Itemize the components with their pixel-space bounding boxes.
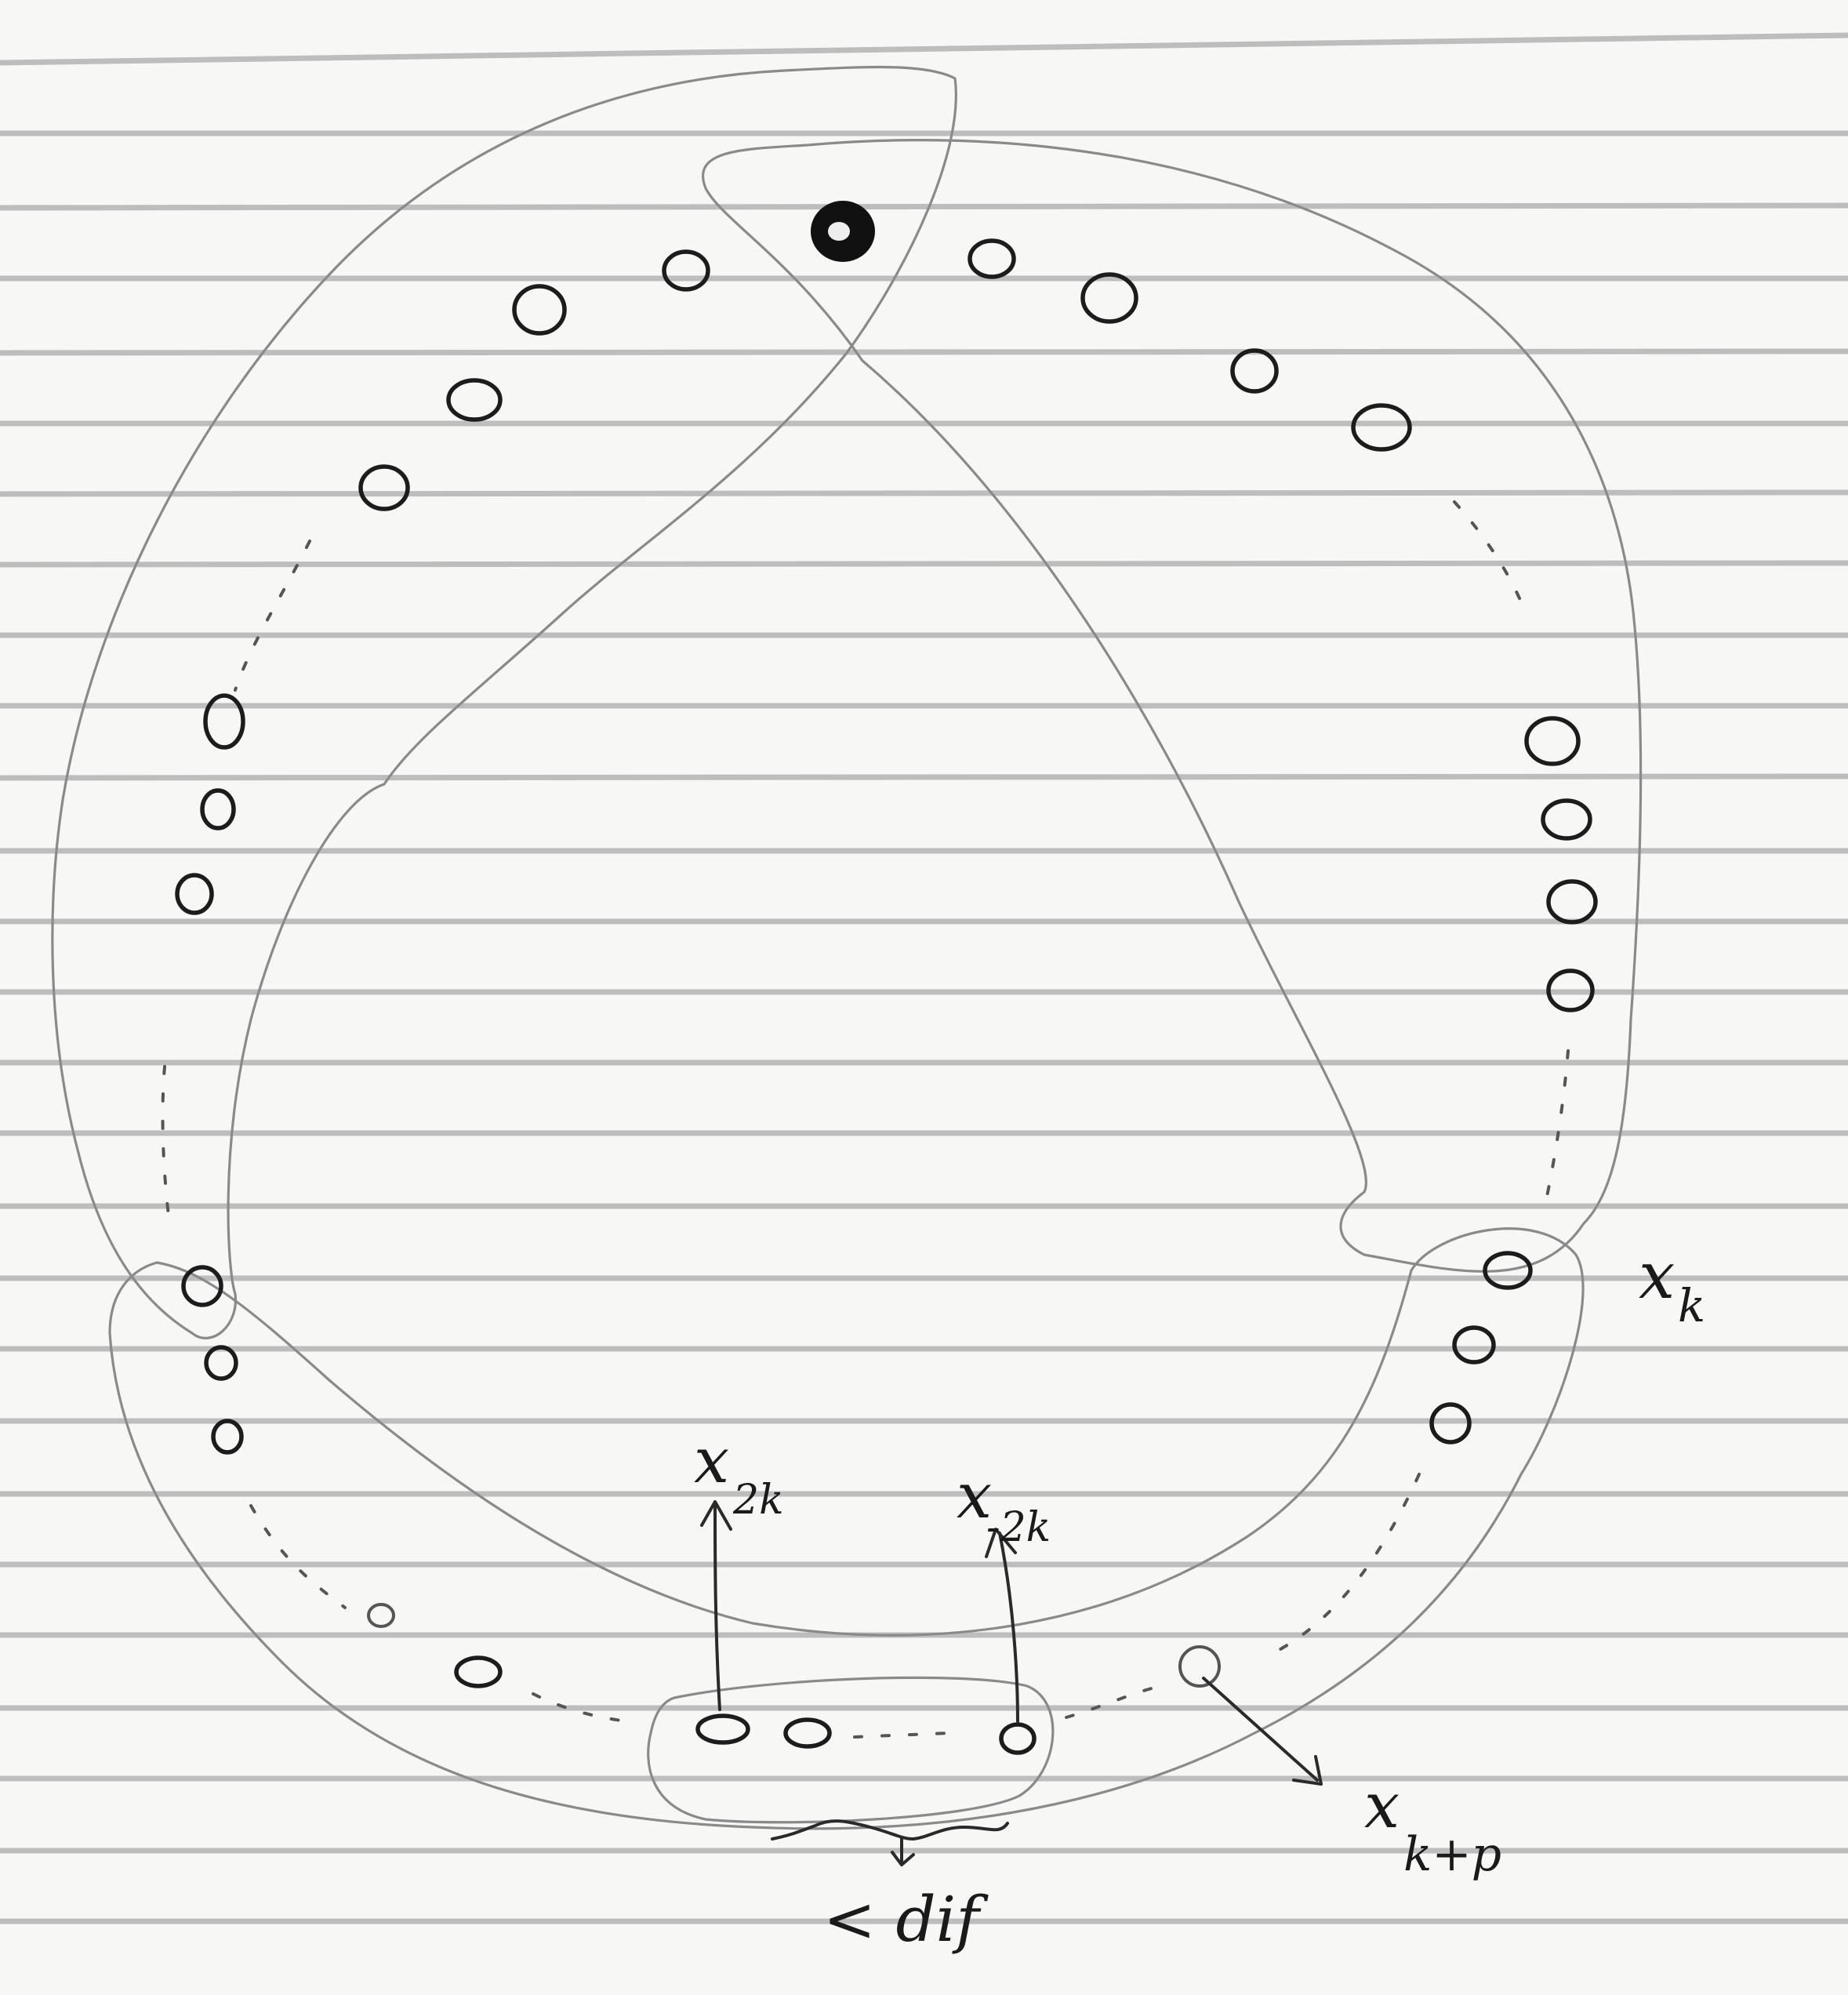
dash-left-upper <box>234 540 311 692</box>
node <box>1429 1402 1472 1444</box>
node <box>1546 879 1598 925</box>
left-region-loop <box>51 65 957 1339</box>
dash-right-upper <box>1453 500 1527 613</box>
ruled-lines <box>0 32 1848 1924</box>
dash-right-middle <box>1543 1049 1570 1209</box>
node-x-neg2k <box>999 1722 1037 1755</box>
node <box>358 464 410 511</box>
dif-brace <box>771 1819 1009 1866</box>
node <box>1230 348 1279 394</box>
label-x-k-sub: k <box>1678 1279 1705 1332</box>
node <box>181 1265 223 1307</box>
node <box>367 1603 395 1628</box>
node <box>1541 798 1592 841</box>
label-x-kp-sub: k+p <box>1403 1827 1501 1882</box>
bottom-region-loop <box>108 1227 1585 1830</box>
node <box>204 1345 238 1381</box>
dash-left-lower <box>249 1504 347 1609</box>
arrow-to-x-neg2k <box>985 1528 1019 1723</box>
label-x-2k: x <box>694 1424 729 1497</box>
node <box>1351 403 1412 452</box>
label-x-k: x <box>1639 1239 1675 1314</box>
node <box>203 693 245 750</box>
label-x-neg2k: x <box>957 1459 992 1532</box>
label-x-neg2k-sub: -2k <box>986 1504 1051 1551</box>
label-x-2k-sup: 2k <box>732 1477 784 1524</box>
arrow-to-x-2k <box>700 1500 732 1711</box>
node <box>968 238 1016 279</box>
node <box>175 873 214 915</box>
distinguished-node <box>811 201 875 262</box>
node <box>1483 1251 1533 1290</box>
label-dif: < dif <box>823 1883 989 1956</box>
node <box>1178 1645 1221 1688</box>
node <box>1452 1325 1496 1365</box>
dash-right-lower <box>1269 1473 1421 1656</box>
node <box>1524 716 1581 766</box>
node <box>200 788 236 830</box>
dash-left-middle <box>161 1065 170 1217</box>
subgroup-loop <box>647 1676 1055 1824</box>
node <box>783 1717 832 1749</box>
right-region-loop <box>702 139 1643 1273</box>
node <box>1080 272 1138 324</box>
label-x-kp: x <box>1364 1769 1400 1842</box>
node-x-2k <box>695 1713 750 1745</box>
node <box>446 378 503 422</box>
dash-bottom-right <box>1065 1684 1162 1719</box>
node <box>662 249 710 292</box>
dash-bottom-mid <box>853 1732 950 1739</box>
dash-bottom-left <box>532 1692 629 1723</box>
node <box>1546 968 1595 1012</box>
node <box>211 1419 244 1455</box>
arrow-to-x-kp <box>1202 1677 1323 1786</box>
node <box>512 284 567 336</box>
node <box>454 1655 503 1688</box>
